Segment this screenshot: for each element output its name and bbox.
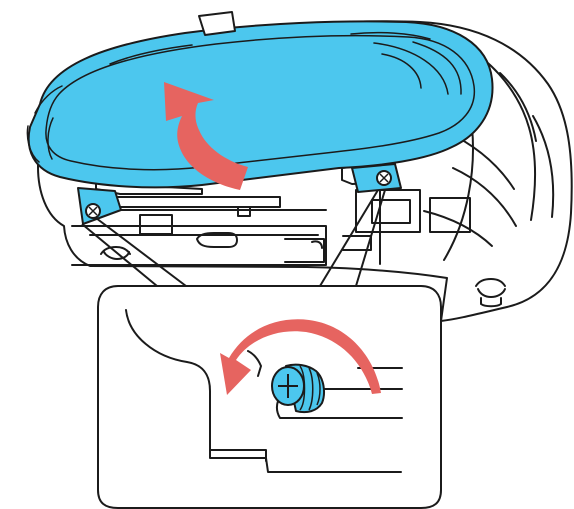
zoom-callout	[98, 286, 441, 508]
cover-tab-right	[352, 164, 401, 192]
